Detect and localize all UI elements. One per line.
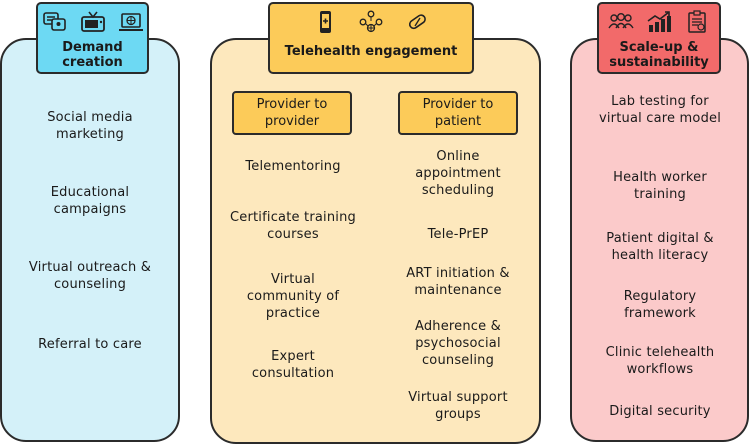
p2pt-item-art: ART initiation & maintenance (406, 266, 510, 298)
people-group-icon (608, 13, 634, 29)
demand-creation-panel (0, 38, 180, 442)
mobile-phone-icon (320, 11, 331, 33)
scaleup-item-regulatory: Regulatory framework (623, 289, 697, 321)
television-icon (80, 11, 105, 32)
p2p-item-certificate: Certificate training courses (229, 210, 357, 242)
p2pt-item-appointment: Online appointment scheduling (415, 149, 501, 198)
telehealth-title: Telehealth engagement (284, 44, 458, 59)
scaleup-item-health-worker: Health worker training (613, 170, 707, 202)
checklist-icon (688, 10, 706, 33)
provider-to-provider-heading: Provider to provider (232, 91, 352, 135)
p2p-item-community: Virtual community of practice (246, 272, 340, 321)
scaleup-header: Scale-up & sustainability (597, 2, 721, 74)
p2pt-item-support-groups: Virtual support groups (408, 390, 508, 422)
scaleup-panel (570, 38, 749, 442)
provider-to-patient-heading: Provider to patient (398, 91, 518, 135)
network-people-icon (359, 10, 383, 33)
demand-item-educational: Educational campaigns (50, 185, 130, 217)
p2pt-item-tele-prep: Tele-PrEP (427, 227, 489, 242)
telehealth-header: Telehealth engagement (268, 2, 474, 74)
p2p-item-telementoring: Telementoring (245, 159, 341, 174)
demand-creation-title: Demand creation (62, 40, 123, 70)
p2p-item-expert: Expert consultation (251, 349, 335, 381)
scaleup-item-literacy: Patient digital & health literacy (606, 231, 714, 263)
scaleup-item-workflows: Clinic telehealth workflows (605, 345, 715, 377)
social-media-icon (42, 12, 66, 31)
laptop-globe-icon (118, 13, 143, 31)
demand-item-referral: Referral to care (38, 337, 142, 352)
scaleup-item-digital-security: Digital security (609, 404, 711, 419)
demand-item-outreach: Virtual outreach & counseling (28, 260, 152, 292)
pill-icon (408, 14, 426, 30)
demand-item-social-media: Social media marketing (47, 110, 133, 142)
demand-creation-header: Demand creation (36, 2, 149, 74)
scaleup-title: Scale-up & sustainability (609, 40, 709, 70)
growth-chart-icon (647, 11, 671, 32)
scaleup-item-lab-testing: Lab testing for virtual care model (598, 94, 722, 126)
p2pt-item-adherence: Adherence & psychosocial counseling (414, 319, 502, 368)
